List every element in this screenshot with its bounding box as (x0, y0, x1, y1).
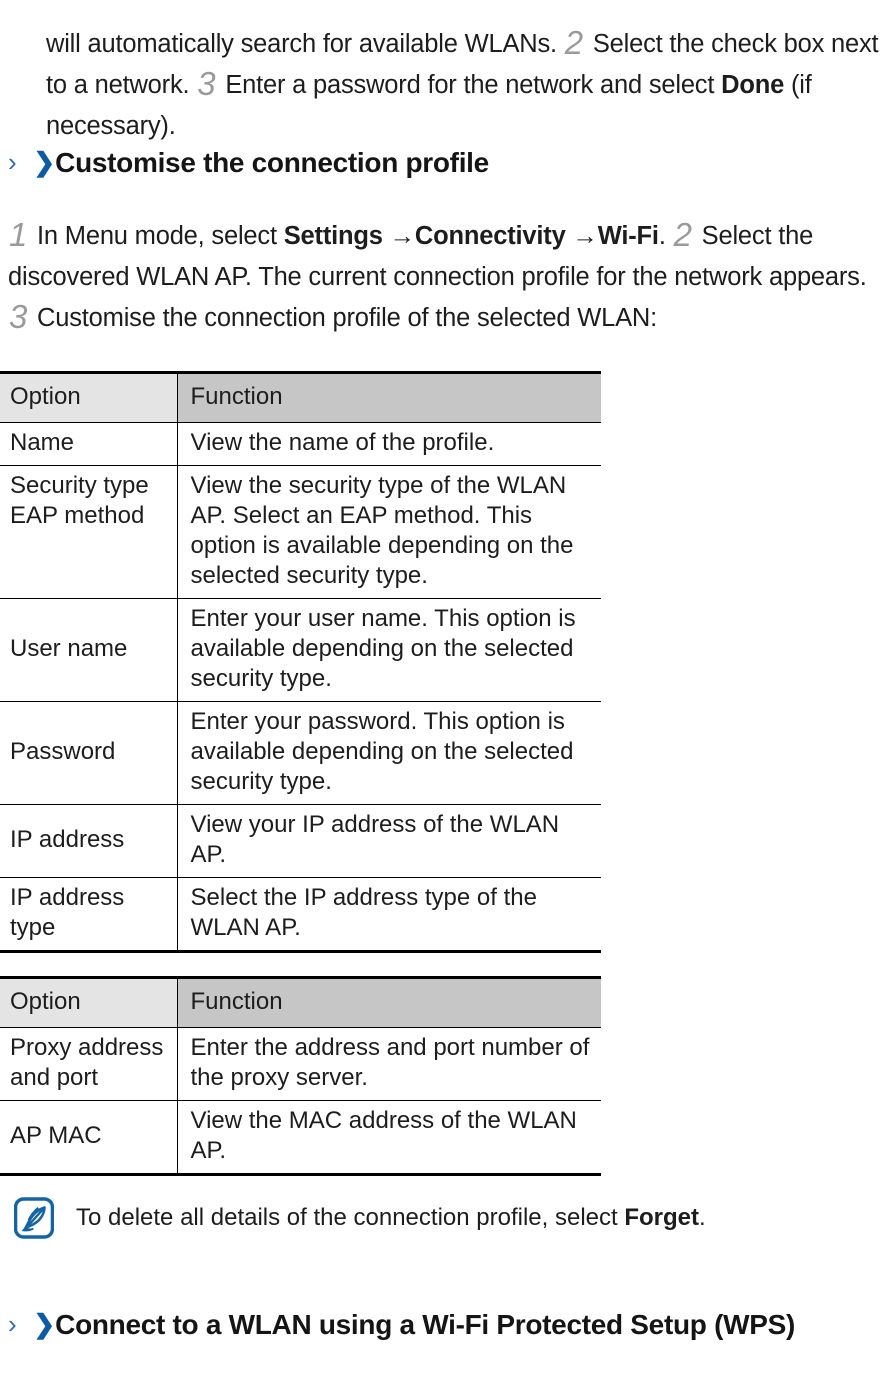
bold-term: Wi-Fi (597, 221, 659, 250)
bold-term: Connectivity (414, 221, 566, 250)
step-number: 3 (197, 64, 216, 102)
table-cell-function: Select the IP address type of the WLAN A… (176, 877, 601, 953)
section-heading-connect-wlan-wps: › ❯ Connect to a WLAN using a Wi-Fi Prot… (8, 1305, 880, 1344)
bold-term: Forget (624, 1204, 700, 1231)
table-cell-function: View the MAC address of the WLAN AP. (176, 1100, 601, 1176)
table-cell-option: IP address type (0, 877, 177, 953)
table-cell-option: IP address (0, 804, 177, 878)
table-cell-option: Security type EAP method (0, 465, 177, 599)
table-cell-function: Enter your password. This option is avai… (176, 701, 601, 805)
customise-steps-paragraph: 1 In Menu mode, select Settings →Connect… (8, 215, 867, 335)
chevron-right-bold-icon: ❯ (33, 1309, 55, 1339)
table-cell-option: Proxy address and port (0, 1027, 177, 1101)
table-header-option: Option (0, 371, 177, 423)
step-number: 2 (564, 23, 583, 61)
note-quill-icon (13, 1196, 55, 1240)
step-number: 2 (673, 215, 692, 253)
chevron-right-bold-icon: ❯ (33, 147, 55, 177)
table-cell-option: Name (0, 422, 177, 466)
section-heading-label: Customise the connection profile (55, 147, 489, 178)
table-cell-function: View the name of the profile. (176, 422, 601, 466)
table-cell-option: Password (0, 701, 177, 805)
table-header-function: Function (176, 976, 601, 1028)
note-text: To delete all details of the connection … (76, 1204, 706, 1231)
table-header-row: Option Function (0, 371, 601, 423)
section-heading-label: Connect to a WLAN using a Wi-Fi Protecte… (55, 1309, 795, 1340)
table-cell-function: View the security type of the WLAN AP. S… (176, 465, 601, 599)
table-cell-option: AP MAC (0, 1100, 177, 1176)
intro-paragraph: will automatically search for available … (46, 23, 879, 140)
step-number: 3 (9, 297, 28, 335)
step-number: 1 (9, 215, 28, 253)
table-cell-function: View your IP address of the WLAN AP. (176, 804, 601, 878)
chevron-right-thin-icon: › (8, 147, 17, 177)
bold-term: Settings (283, 221, 383, 250)
table-header-option: Option (0, 976, 177, 1028)
table-header-function: Function (176, 371, 601, 423)
table-cell-function: Enter the address and port number of the… (176, 1027, 601, 1101)
note-callout: To delete all details of the connection … (13, 1196, 874, 1240)
chevron-right-thin-icon: › (8, 1309, 17, 1339)
table-header-row: Option Function (0, 976, 601, 1028)
table-cell-function: Enter your user name. This option is ava… (176, 598, 601, 702)
bold-term: Done (721, 70, 785, 99)
section-heading-customise-connection-profile: › ❯ Customise the connection profile (8, 143, 878, 182)
table-cell-option: User name (0, 598, 177, 702)
